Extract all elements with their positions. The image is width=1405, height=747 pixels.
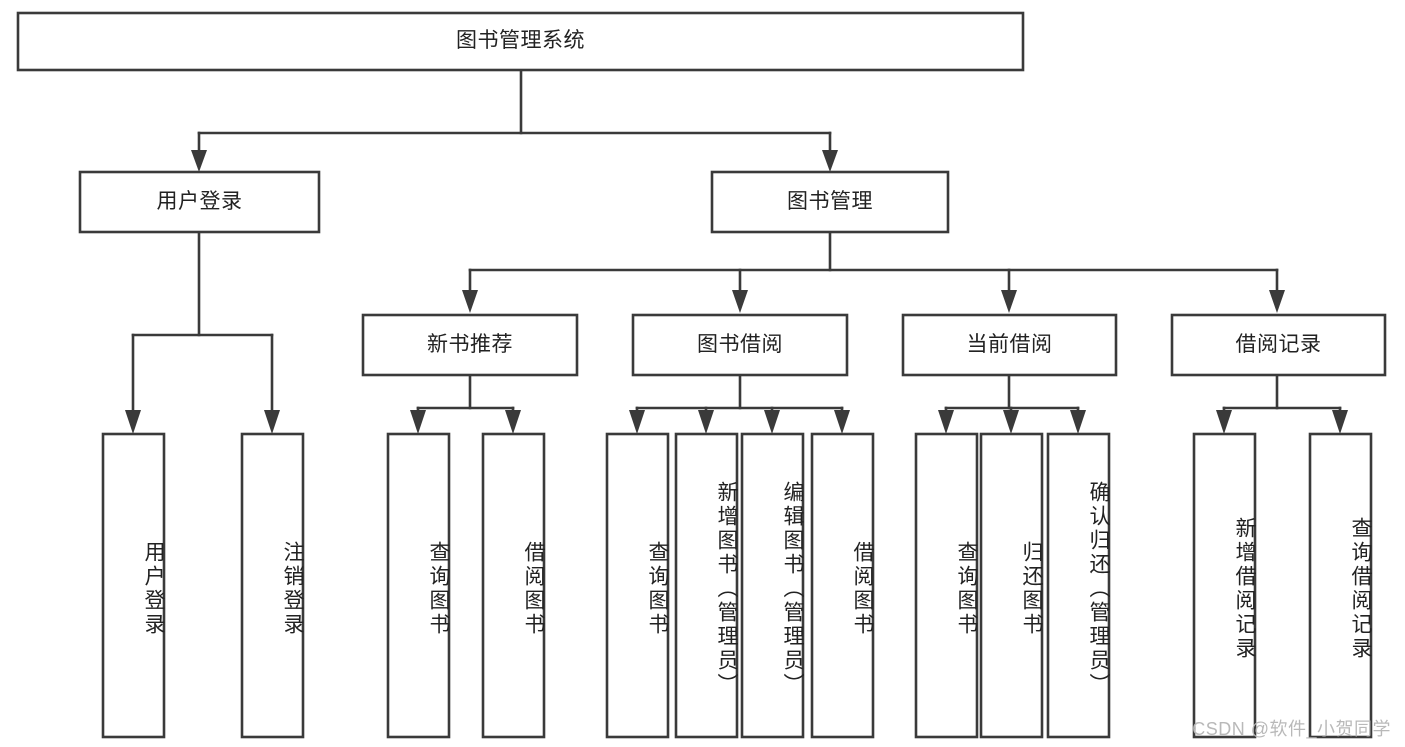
arrow-head-leaf-10	[1003, 410, 1019, 434]
node-box-leaf-4[interactable]	[481, 432, 546, 739]
node-box-leaf-8[interactable]	[810, 432, 875, 739]
arrow-head-leaf-2	[264, 410, 280, 434]
node-box-leaf-3[interactable]	[386, 432, 451, 739]
csdn-watermark: CSDN @软件_小贺同学	[1192, 719, 1391, 739]
arrow-head-current	[1001, 290, 1017, 313]
node-box-leaf-7[interactable]	[740, 432, 805, 739]
arrow-head-newbook	[462, 290, 478, 313]
arrow-head-login	[191, 150, 207, 172]
arrow-head-leaf-7	[764, 410, 780, 434]
node-box-newbook[interactable]	[361, 313, 579, 377]
arrow-head-leaf-9	[938, 410, 954, 434]
node-box-leaf-13[interactable]	[1308, 432, 1373, 739]
node-box-leaf-5[interactable]	[605, 432, 670, 739]
node-box-leaf-9[interactable]	[914, 432, 979, 739]
connector-group-records	[1216, 373, 1348, 434]
arrow-head-leaf-6	[698, 410, 714, 434]
node-box-leaf-6[interactable]	[674, 432, 739, 739]
node-box-login[interactable]	[78, 170, 321, 234]
arrow-head-leaf-3	[410, 410, 426, 434]
arrow-head-leaf-5	[629, 410, 645, 434]
node-box-leaf-1[interactable]	[101, 432, 166, 739]
connector-group-current	[938, 373, 1086, 434]
arrow-head-bookmgmt	[822, 150, 838, 172]
arrow-head-leaf-8	[834, 410, 850, 434]
arrow-head-leaf-13	[1332, 410, 1348, 434]
node-box-bookmgmt[interactable]	[710, 170, 950, 234]
connector-group-root	[191, 68, 838, 172]
node-box-records[interactable]	[1170, 313, 1387, 377]
node-box-leaf-11[interactable]	[1046, 432, 1111, 739]
node-box-leaf-10[interactable]	[979, 432, 1044, 739]
connector-group-login	[125, 230, 280, 434]
arrow-head-borrow	[732, 290, 748, 313]
arrow-head-records	[1269, 290, 1285, 313]
node-box-root[interactable]	[16, 11, 1025, 72]
connector-group-bookmgmt	[462, 230, 1285, 313]
node-box-borrow[interactable]	[631, 313, 849, 377]
arrow-head-leaf-1	[125, 410, 141, 434]
arrow-head-leaf-11	[1070, 410, 1086, 434]
arrow-head-leaf-4	[505, 410, 521, 434]
node-box-leaf-2[interactable]	[240, 432, 305, 739]
node-box-current[interactable]	[901, 313, 1118, 377]
node-box-leaf-12[interactable]	[1192, 432, 1257, 739]
connector-group-newbook	[410, 373, 521, 434]
connector-group-borrow	[629, 373, 850, 434]
arrow-head-leaf-12	[1216, 410, 1232, 434]
